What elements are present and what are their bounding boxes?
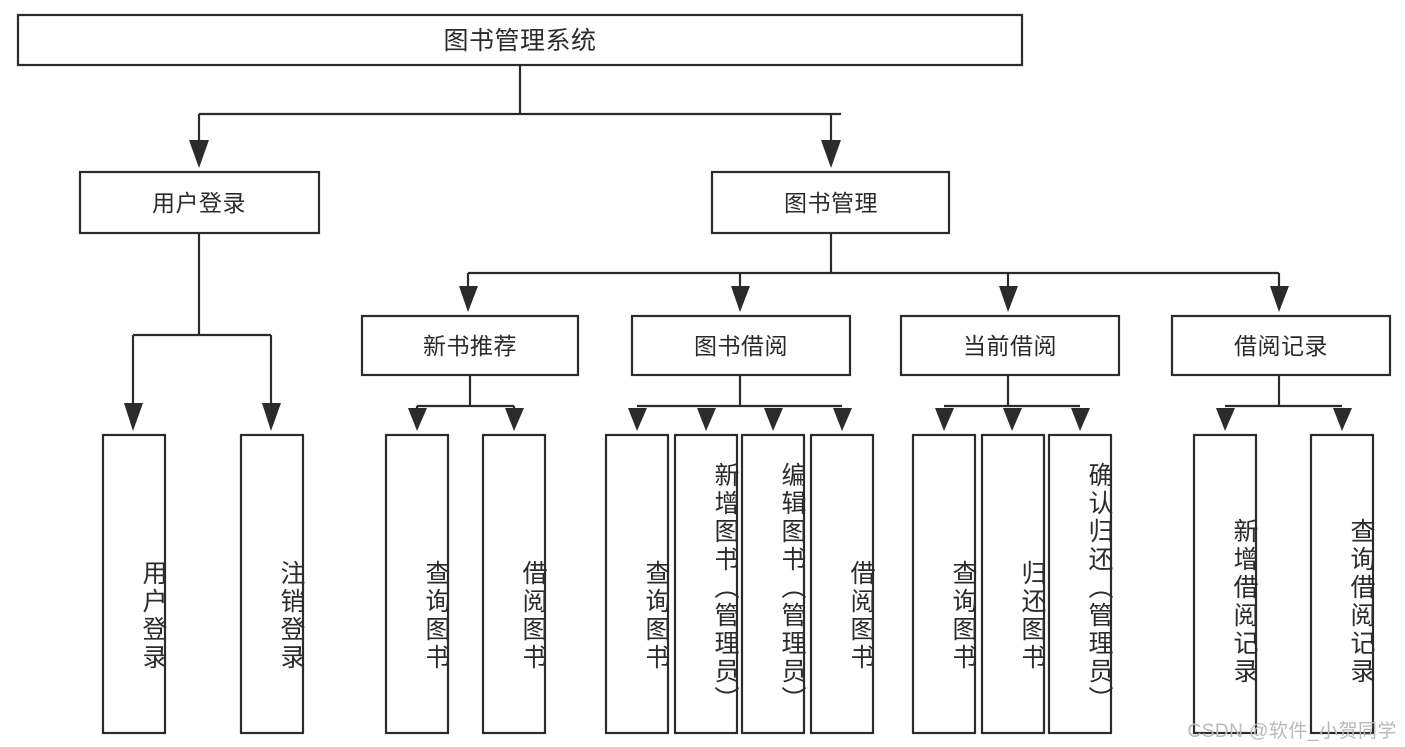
arrow-book-c3-icon — [999, 286, 1018, 312]
leaf-box-edit-book-admin[interactable] — [740, 433, 806, 735]
leaf-box-borrow-book[interactable] — [809, 433, 875, 735]
arrow-borrow-l1-icon — [628, 408, 647, 431]
arrow-user-leaf1-icon — [124, 403, 143, 431]
arrow-newbook-l1-icon — [408, 408, 427, 431]
leaf-box-query-borrow-record[interactable] — [1309, 433, 1375, 735]
arrow-record-l1-icon — [1216, 408, 1235, 431]
leaf-boxes-group — [101, 433, 1375, 735]
leaf-box-return-book[interactable] — [980, 433, 1046, 735]
node-current-borrow-box[interactable] — [899, 314, 1121, 377]
node-book-borrow[interactable]: 图书借阅 — [630, 314, 852, 377]
arrow-borrow-l4-icon — [833, 408, 852, 431]
connector-group-current-borrow — [935, 375, 1090, 431]
node-book-management-box[interactable] — [710, 170, 951, 235]
node-user-login[interactable]: 用户登录 — [78, 170, 321, 235]
arrow-root-to-user-icon — [189, 140, 209, 168]
connector-group-user-login — [124, 233, 281, 431]
leaf-box-user-login[interactable] — [101, 433, 167, 735]
node-book-management[interactable]: 图书管理 — [710, 170, 951, 235]
node-root-box[interactable] — [16, 13, 1024, 67]
node-current-borrow[interactable]: 当前借阅 — [899, 314, 1121, 377]
leaf-box-borrow-book-rec[interactable] — [481, 433, 547, 735]
node-borrow-record-box[interactable] — [1170, 314, 1392, 377]
arrow-newbook-l2-icon — [505, 408, 524, 431]
connector-group-borrow-record — [1216, 375, 1352, 431]
leaf-box-confirm-return-admin[interactable] — [1047, 433, 1113, 735]
arrow-current-l1-icon — [935, 408, 954, 431]
arrow-record-l2-icon — [1333, 408, 1352, 431]
arrow-current-l3-icon — [1071, 408, 1090, 431]
node-user-login-label: 用户登录 — [152, 190, 246, 216]
node-root-label: 图书管理系统 — [443, 27, 596, 55]
connector-group-borrow — [628, 375, 852, 431]
leaf-box-query-book-borrow[interactable] — [604, 433, 670, 735]
leaf-box-query-book-current[interactable] — [911, 433, 977, 735]
arrow-current-l2-icon — [1003, 408, 1022, 431]
node-user-login-box[interactable] — [78, 170, 321, 235]
node-borrow-record-label: 借阅记录 — [1234, 333, 1328, 359]
leaf-box-logout[interactable] — [239, 433, 305, 735]
node-current-borrow-label: 当前借阅 — [963, 333, 1057, 359]
arrow-user-leaf2-icon — [262, 403, 281, 431]
node-new-book-recommend-box[interactable] — [360, 314, 580, 377]
node-borrow-record[interactable]: 借阅记录 — [1170, 314, 1392, 377]
leaf-box-add-borrow-record[interactable] — [1192, 433, 1258, 735]
arrow-root-to-book-icon — [821, 140, 841, 168]
node-new-book-recommend[interactable]: 新书推荐 — [360, 314, 580, 377]
arrow-book-c4-icon — [1270, 286, 1289, 312]
arrow-book-c1-icon — [459, 286, 478, 312]
node-root[interactable]: 图书管理系统 — [16, 13, 1024, 67]
node-book-borrow-label: 图书借阅 — [694, 333, 788, 359]
node-book-borrow-box[interactable] — [630, 314, 852, 377]
leaf-box-query-book-rec[interactable] — [384, 433, 450, 735]
arrow-book-c2-icon — [731, 286, 750, 312]
connector-group-new-book — [408, 375, 524, 431]
leaf-box-add-book-admin[interactable] — [673, 433, 739, 735]
connector-group-book-mgmt — [459, 233, 1289, 312]
node-book-management-label: 图书管理 — [784, 190, 878, 216]
arrow-borrow-l2-icon — [697, 408, 716, 431]
node-new-book-recommend-label: 新书推荐 — [423, 333, 517, 359]
connector-group-root — [189, 65, 841, 168]
watermark: CSDN @软件_小贺同学 — [1187, 721, 1397, 742]
arrow-borrow-l3-icon — [764, 408, 783, 431]
